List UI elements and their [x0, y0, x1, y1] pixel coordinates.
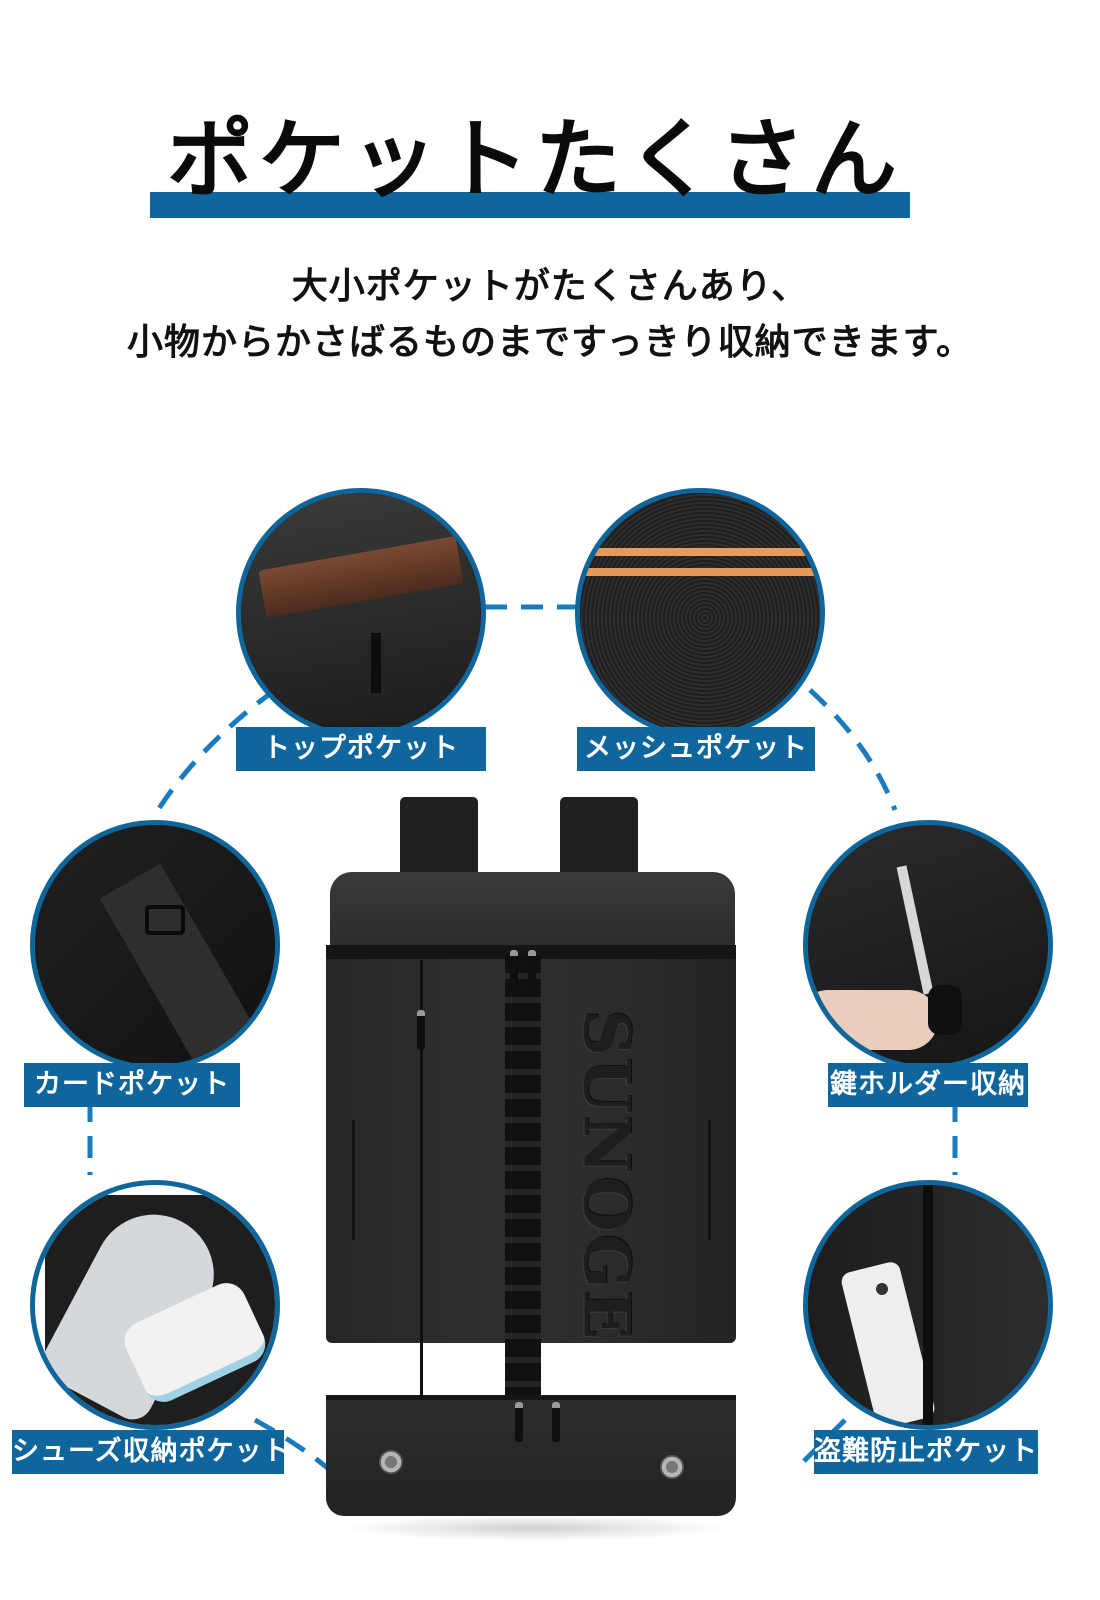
title-underline-bar	[150, 192, 910, 218]
feature-label-anti-theft-pocket: 盗難防止ポケット	[814, 1430, 1038, 1474]
vent-grommet-icon	[379, 1450, 403, 1474]
zipper-pull	[371, 633, 381, 693]
backpack-top-lid	[330, 872, 735, 952]
hidden-zip	[923, 1185, 933, 1425]
camera-lens-icon	[876, 1283, 888, 1295]
key-fob-icon	[928, 985, 962, 1035]
feature-image-anti-theft-pocket	[803, 1180, 1053, 1430]
subtitle-line-2: 小物からかさばるものまですっきり収納できます。	[127, 321, 973, 363]
zipper-puller	[515, 1402, 523, 1442]
orange-zipper-trim	[580, 568, 820, 576]
hand	[808, 990, 938, 1050]
vent-grommet-icon	[660, 1455, 684, 1479]
mesh-fabric	[580, 493, 820, 733]
page-title-block: ポケットたくさん	[150, 105, 910, 220]
feature-label-card-pocket: カードポケット	[24, 1063, 240, 1107]
feature-image-card-pocket	[30, 820, 280, 1070]
feature-label-shoe-compartment: シューズ収納ポケット	[12, 1430, 290, 1474]
feature-label-mesh-pocket: メッシュポケット	[577, 727, 815, 771]
brand-embossed-logo: SUNOGE	[568, 1009, 644, 1341]
zipper-puller	[552, 1402, 560, 1442]
right-shoulder-strap	[560, 797, 638, 877]
feature-image-shoe-compartment	[30, 1180, 280, 1430]
zipper-puller	[528, 950, 536, 990]
right-side-zip	[708, 1120, 711, 1240]
feature-label-top-pocket: トップポケット	[236, 727, 486, 771]
page-title: ポケットたくさん	[167, 109, 903, 210]
feature-image-top-pocket	[236, 488, 486, 738]
page-subtitle: 大小ポケットがたくさんあり、 小物からかさばるものまですっきり収納できます。	[0, 258, 1100, 370]
left-side-zip	[352, 1120, 355, 1240]
front-zip-line	[420, 960, 423, 1395]
left-shoulder-strap	[400, 797, 478, 877]
zipper-puller	[417, 1010, 425, 1050]
product-shadow	[340, 1515, 730, 1541]
orange-zipper-trim	[580, 548, 820, 556]
feature-image-mesh-pocket	[575, 488, 825, 738]
feature-image-key-holder	[803, 820, 1053, 1070]
front-webbing-strap	[505, 955, 541, 1400]
zipper-puller	[510, 950, 518, 990]
buckle-icon	[145, 905, 185, 935]
subtitle-line-1: 大小ポケットがたくさんあり、	[291, 265, 809, 307]
feature-label-key-holder: 鍵ホルダー収納	[828, 1063, 1028, 1107]
